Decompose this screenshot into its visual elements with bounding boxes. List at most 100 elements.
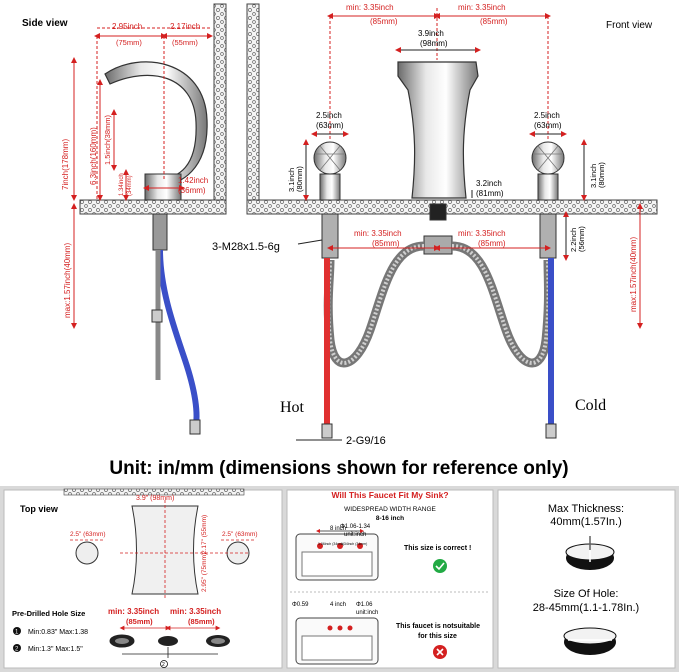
shank-right-min-mm: (85mm) xyxy=(478,239,506,248)
hose-end-side xyxy=(189,419,201,435)
hot-label: Hot xyxy=(280,399,305,416)
top-view-title: Top view xyxy=(20,504,59,514)
panel-thickness: Max Thickness: 40mm(1.57In.) Size Of Hol… xyxy=(497,489,676,669)
panel-top-view: Top view 3.9" (98mm) 2.17" (55mm) 2.95" … xyxy=(3,488,283,669)
hole-diagram-marker-2: 2 xyxy=(162,662,165,668)
good-hole-a: 1.06inch (34mm) xyxy=(318,542,344,546)
side-dim-134inch: 1.34inch xyxy=(119,173,125,196)
spout-width-mm: (98mm) xyxy=(420,39,448,48)
hole-marker-1-label: 1 xyxy=(15,630,19,636)
front-min-left-mm: (85mm) xyxy=(370,17,398,26)
shank-length-mm: (56mm) xyxy=(577,226,586,252)
left-handle-top xyxy=(75,541,99,565)
bad-verdict-1: This faucet is notsuitable xyxy=(396,623,480,630)
right-shank xyxy=(539,213,557,259)
good-hole-b: 1.34inch (34mm) xyxy=(341,542,367,546)
spout-height-mm: (81mm) xyxy=(476,189,504,198)
front-wall xyxy=(246,3,260,211)
shank-length: 2.2inch xyxy=(569,228,578,252)
left-handle-width: 2.5inch xyxy=(316,111,342,120)
countertop-front xyxy=(246,199,658,215)
hole-size-title: Size Of Hole: xyxy=(554,588,619,600)
good-width: 8 inch xyxy=(330,526,346,532)
bad-hole-right: Φ1.06 xyxy=(356,602,373,608)
cold-line-end xyxy=(545,423,557,439)
max-thickness-title: Max Thickness: xyxy=(548,503,624,515)
left-handle-height-mm: (80mm) xyxy=(295,166,304,192)
hole-spacing-left: min: 3.35inch xyxy=(108,607,159,616)
spout-height: 3.2inch xyxy=(476,179,502,188)
hot-line-end xyxy=(321,423,333,439)
side-dim-217: 2.17inch xyxy=(170,22,200,31)
hole-2-range: Min:1.3" Max:1.5" xyxy=(28,646,83,653)
hole-size-title: Pre-Drilled Hole Size xyxy=(12,609,85,618)
side-dim-15inch: 1.5inch(38mm) xyxy=(103,114,112,165)
fit-question: Will This Faucet Fit My Sink? xyxy=(331,490,448,500)
front-max157: max:1.57inch(40mm) xyxy=(629,237,638,312)
hose-nut-side xyxy=(151,309,163,323)
good-unit: unit:inch xyxy=(344,532,366,538)
side-dim-36mm: (36mm) xyxy=(178,186,206,195)
check-icon xyxy=(433,559,447,573)
units-banner: Unit: in/mm (dimensions shown for refere… xyxy=(109,458,568,479)
hot-braided-hose xyxy=(323,241,425,368)
top-spout-depth: 2.17" (55mm) xyxy=(201,515,208,554)
range-title: WIDESPREAD WIDTH RANGE xyxy=(344,506,436,513)
max-thickness-value: 40mm(1.57In.) xyxy=(550,516,622,528)
top-left-handle: 2.5" (63mm) xyxy=(70,531,106,538)
hole-spacing-right: min: 3.35inch xyxy=(170,607,221,616)
cold-hose-side xyxy=(157,249,200,426)
hole-spacing-right-mm: (85mm) xyxy=(188,617,215,626)
side-view-label: Side view xyxy=(22,18,68,29)
shank-left-min-mm: (85mm) xyxy=(372,239,400,248)
front-min-left: min: 3.35inch xyxy=(346,3,394,12)
spout-width: 3.9inch xyxy=(418,29,444,38)
side-dim-295: 2.95inch xyxy=(112,22,142,31)
cold-label: Cold xyxy=(575,397,606,414)
good-verdict: This size is correct ! xyxy=(404,545,471,552)
side-dim-34mm: (34mm) xyxy=(127,175,133,196)
side-dim-75: (75mm) xyxy=(116,38,142,47)
side-dim-63inch: 6.3inch(160mm) xyxy=(89,127,98,185)
left-handle xyxy=(313,141,347,201)
right-handle-width: 2.5inch xyxy=(534,111,560,120)
hole-1-range: Min:0.83" Max:1.38 xyxy=(28,629,88,636)
spout-shank xyxy=(429,203,447,221)
top-spout-depth2: 2.95" (75mm) xyxy=(201,553,208,592)
front-min-right: min: 3.35inch xyxy=(458,3,506,12)
front-view-label: Front view xyxy=(606,20,653,31)
wall xyxy=(213,3,227,215)
side-dim-max157: max:1.57inch(40mm) xyxy=(63,243,72,318)
cold-braided-hose xyxy=(451,241,553,368)
right-handle-height: 3.1inch xyxy=(589,164,598,188)
bad-hole-left: Φ0.59 xyxy=(292,602,309,608)
hole-marker-1 xyxy=(13,627,21,635)
spout-base-side xyxy=(144,173,182,201)
side-dim-55: (55mm) xyxy=(172,38,198,47)
top-spout-width: 3.9" (98mm) xyxy=(136,495,174,502)
thread-spec: 3-M28x1.5-6g xyxy=(212,241,280,253)
shank-side xyxy=(152,213,168,251)
shank-left-min: min: 3.35inch xyxy=(354,229,402,238)
left-shank xyxy=(321,213,339,259)
countertop-side xyxy=(79,199,227,215)
mixing-valve xyxy=(423,235,453,255)
shank-right-min: min: 3.35inch xyxy=(458,229,506,238)
hole-center xyxy=(158,636,178,646)
left-handle-height: 3.1inch xyxy=(287,168,296,192)
panel-fit-check: Will This Faucet Fit My Sink? WIDESPREAD… xyxy=(286,489,494,669)
front-view: Front view xyxy=(212,3,658,447)
side-view: Side view 2.95inch (75mm) 2 xyxy=(22,3,227,435)
bad-verdict-2: for this size xyxy=(418,633,457,640)
hole-marker-2 xyxy=(13,644,21,652)
spout-front xyxy=(397,61,479,199)
hole-size-value: 28-45mm(1.1-1.78In.) xyxy=(533,602,639,614)
bad-unit: unit:inch xyxy=(356,610,378,616)
bad-width: 4 inch xyxy=(330,602,346,608)
right-handle-height-mm: (80mm) xyxy=(597,162,606,188)
spout-side xyxy=(104,61,208,187)
front-min-right-mm: (85mm) xyxy=(480,17,508,26)
hole-spacing-left-mm: (85mm) xyxy=(126,617,153,626)
